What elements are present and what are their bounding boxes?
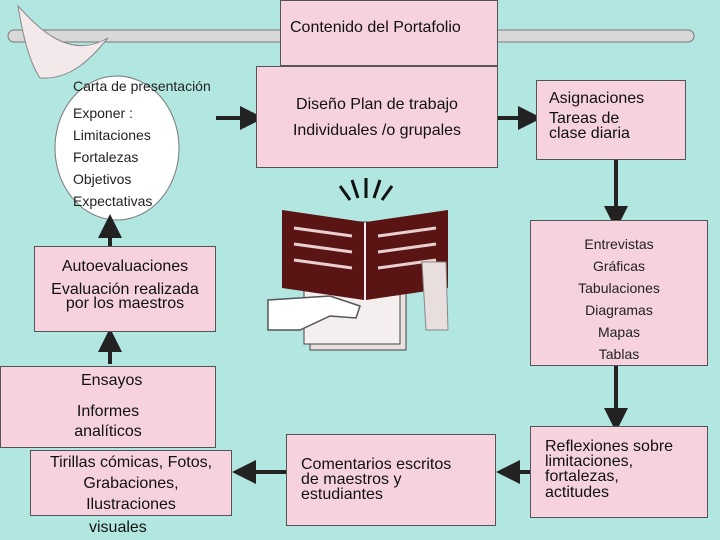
diseno-line: Individuales /o grupales: [292, 121, 462, 139]
tirillas-line: Tirillas cómicas, Fotos,: [49, 454, 213, 471]
tirillas-last-line: visuales: [89, 519, 147, 536]
carta-item: Limitaciones: [73, 127, 151, 144]
autoevaluacion-line: por los maestros: [65, 294, 185, 312]
lista-item: Mapas: [597, 324, 641, 340]
reflexiones-line: fortalezas,: [545, 468, 619, 486]
asignaciones-sub: Tareas de clase diaria: [549, 109, 630, 142]
lista-box: Entrevistas Gráficas Tabulaciones Diagra…: [530, 220, 708, 366]
ensayos-line: analíticos: [74, 422, 142, 440]
diseno-text: Diseño Plan de trabajo Individuales /o g…: [257, 96, 497, 140]
autoevaluacion-line: Evaluación realizada: [51, 280, 199, 298]
ensayos-line: Informes: [76, 402, 140, 420]
lista-text: Entrevistas Gráficas Tabulaciones Diagra…: [531, 233, 707, 365]
lista-item: Tabulaciones: [578, 280, 660, 296]
title-box: Contenido del Portafolio: [280, 0, 498, 66]
tirillas-box: Tirillas cómicas, Fotos, Grabaciones, Il…: [30, 450, 232, 516]
reflexiones-text: Reflexiones sobre limitaciones, fortalez…: [545, 438, 674, 501]
carta-item: Fortalezas: [73, 149, 139, 166]
asignaciones-box: Asignaciones Tareas de clase diaria: [536, 80, 686, 160]
carta-item: Expectativas: [73, 193, 153, 210]
reflexiones-line: limitaciones,: [545, 453, 634, 471]
diseno-box: Diseño Plan de trabajo Individuales /o g…: [256, 66, 498, 168]
comentarios-line: Comentarios escritos: [301, 456, 452, 473]
autoevaluacion-text: Autoevaluaciones Evaluación realizada po…: [35, 258, 215, 312]
reflexiones-box: Reflexiones sobre limitaciones, fortalez…: [530, 426, 708, 518]
hand-icon: [267, 261, 449, 331]
boomerang-icon: [17, 4, 109, 79]
carta-item: Objetivos: [73, 171, 132, 188]
autoevaluacion-line: Autoevaluaciones: [61, 258, 189, 275]
lista-item: Diagramas: [585, 302, 653, 318]
tirillas-line: Grabaciones,: [83, 474, 179, 492]
comentarios-text: Comentarios escritos de maestros y estud…: [301, 456, 452, 504]
tirillas-line: Ilustraciones: [86, 495, 176, 513]
autoevaluacion-box: Autoevaluaciones Evaluación realizada po…: [34, 246, 216, 332]
book-icon: [282, 178, 448, 351]
page-title: Contenido del Portafolio: [290, 19, 461, 36]
lista-item: Entrevistas: [584, 236, 654, 252]
comentarios-line: estudiantes: [301, 486, 383, 504]
diseno-line: Diseño Plan de trabajo: [296, 96, 458, 113]
carta-list: Carta de presentación Exponer : Limitaci…: [73, 78, 211, 210]
lista-item: Gráficas: [592, 258, 646, 274]
asignaciones-title: Asignaciones: [549, 90, 645, 107]
ensayos-box: Ensayos Informes analíticos: [0, 366, 216, 448]
reflexiones-line: Reflexiones sobre: [545, 438, 674, 455]
tirillas-text: Tirillas cómicas, Fotos, Grabaciones, Il…: [19, 454, 243, 513]
ensayos-text: Ensayos Informes analíticos: [1, 372, 215, 440]
ensayos-line: Ensayos: [81, 372, 143, 389]
asignaciones-text: Asignaciones Tareas de clase diaria: [549, 90, 649, 142]
comentarios-box: Comentarios escritos de maestros y estud…: [286, 434, 496, 526]
carta-item: Exponer :: [73, 105, 133, 122]
carta-item: Carta de presentación: [73, 78, 211, 94]
reflexiones-line: actitudes: [545, 483, 610, 501]
lista-item: Tablas: [598, 346, 640, 362]
comentarios-line: de maestros y: [301, 471, 402, 489]
